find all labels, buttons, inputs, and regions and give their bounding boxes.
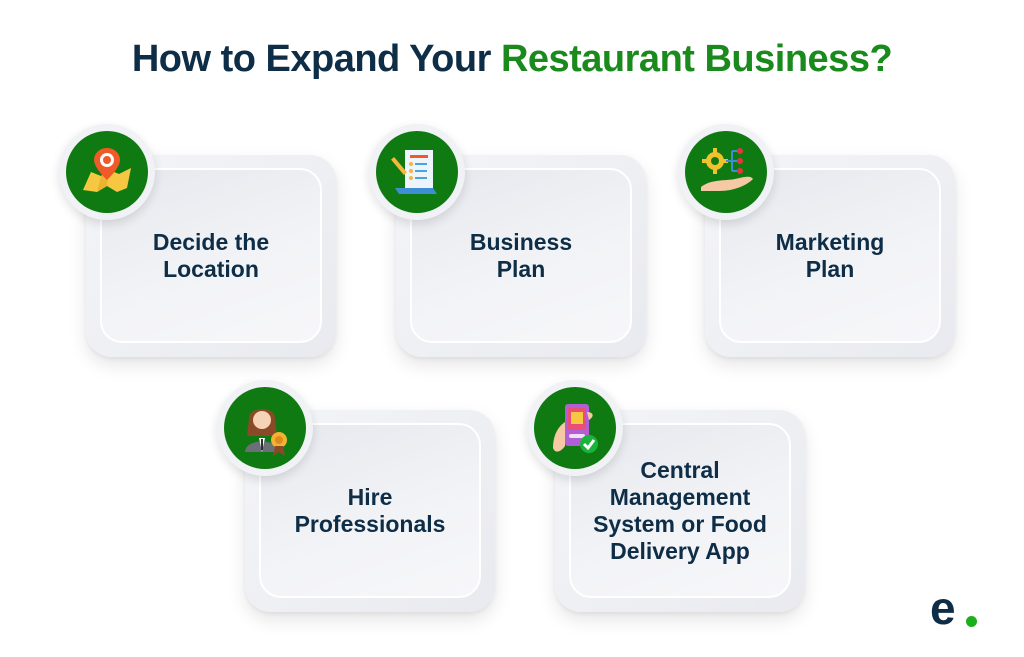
icon-badge-business-plan <box>369 124 465 220</box>
step-card-hire-professionals: Hire Professionals <box>245 410 495 612</box>
label-line: Delivery App <box>610 537 750 564</box>
title-accent: Restaurant Business? <box>500 38 893 80</box>
label-line: Marketing <box>775 228 885 255</box>
icon-badge-marketing-plan <box>678 124 774 220</box>
document-checklist-icon <box>391 150 437 194</box>
label-line: Professionals <box>294 510 446 537</box>
gear-hand-icon <box>701 148 753 191</box>
map-pin-icon <box>83 148 131 192</box>
label-line: System or Food <box>593 510 767 537</box>
card-label: Business Plan <box>460 229 582 283</box>
label-line: Management <box>609 483 751 510</box>
page-title: How to Expand Your Restaurant Business? <box>0 38 1024 81</box>
step-card-marketing-plan: Marketing Plan <box>705 155 955 357</box>
label-line: Plan <box>496 255 546 282</box>
icon-badge-hire-professionals <box>217 380 313 476</box>
label-line: Plan <box>805 255 855 282</box>
label-line: Central <box>640 456 720 483</box>
professional-badge-icon <box>245 409 287 456</box>
icon-badge-central-management <box>527 380 623 476</box>
brand-logo: e <box>930 585 977 631</box>
card-label: Marketing Plan <box>766 229 895 283</box>
title-primary: How to Expand Your <box>131 38 501 80</box>
card-label: Decide the Location <box>143 229 279 283</box>
label-line: Hire <box>347 483 393 510</box>
phone-food-app-icon <box>553 404 598 453</box>
label-line: Location <box>163 255 259 282</box>
logo-letter: e <box>930 582 956 634</box>
label-line: Business <box>469 228 573 255</box>
logo-dot <box>966 616 977 627</box>
card-label: Central Management System or Food Delive… <box>583 457 777 565</box>
card-label: Hire Professionals <box>285 484 456 538</box>
icon-badge-location <box>59 124 155 220</box>
label-line: Decide the <box>152 228 270 255</box>
